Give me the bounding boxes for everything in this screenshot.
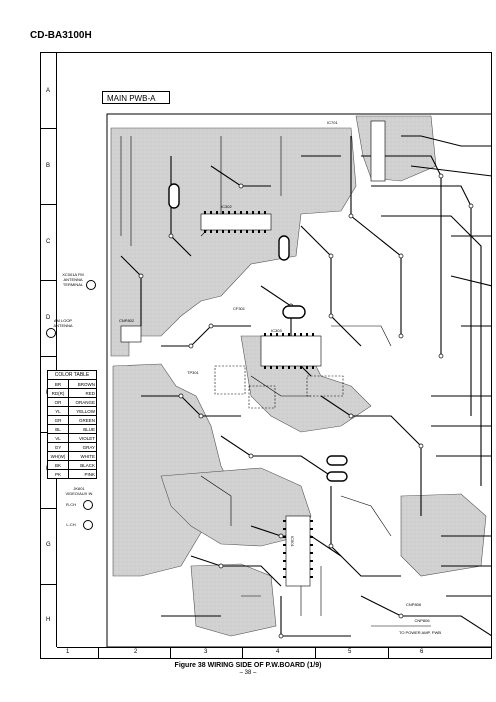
lch-label: L-CH xyxy=(66,522,76,527)
color-code: OR xyxy=(48,397,69,407)
rch-jack-icon xyxy=(83,500,93,510)
svg-text:CF301: CF301 xyxy=(233,306,246,311)
svg-text:CNP802: CNP802 xyxy=(119,318,135,323)
color-code: GR xyxy=(48,415,69,425)
row-divider xyxy=(40,508,57,509)
color-name: GREEN xyxy=(68,415,96,425)
svg-text:TP301: TP301 xyxy=(187,370,200,375)
pcb-board-artwork: IC701 IC302 IC303 CF301 IC501 TP301 CNP8… xyxy=(106,113,492,647)
color-name: BLACK xyxy=(68,460,96,470)
row-divider xyxy=(40,204,57,205)
color-name: VIOLET xyxy=(68,433,96,443)
fm-antenna-terminal-icon xyxy=(86,280,96,290)
color-code: BK xyxy=(48,460,69,470)
color-code: WH(W) xyxy=(48,451,69,461)
color-name: BROWN xyxy=(68,380,96,389)
cnp806-label: CNP806 xyxy=(414,618,430,623)
column-label-2: 2 xyxy=(134,649,138,655)
table-row: RD(R)RED xyxy=(48,388,96,398)
row-label-b: B xyxy=(46,163,51,169)
row-divider xyxy=(40,128,57,129)
column-index-strip xyxy=(57,647,492,659)
column-divider xyxy=(98,647,99,659)
svg-text:IC303: IC303 xyxy=(271,328,282,333)
am-loop-label: AM LOOP ANTENNA xyxy=(53,318,73,328)
color-code: VL xyxy=(48,433,69,443)
table-row: PK PINK xyxy=(48,469,96,478)
svg-text:CNP806: CNP806 xyxy=(406,602,422,607)
color-name: GRAY xyxy=(68,442,96,452)
column-divider xyxy=(388,647,389,659)
model-title: CD-BA3100H xyxy=(30,30,92,41)
color-table-title: COLOR TABLE xyxy=(48,371,96,380)
table-row: WH(W)WHITE xyxy=(48,451,96,461)
color-name: BLUE xyxy=(68,424,96,434)
am-antenna-terminal-icon xyxy=(46,328,56,338)
rch-label: R-CH xyxy=(66,502,76,507)
color-name: ORANGE xyxy=(68,397,96,407)
color-code: BL xyxy=(48,424,69,434)
color-name: YELLOW xyxy=(68,406,96,416)
figure-caption: Figure 38 WIRING SIDE OF P.W.BOARD (1/9) xyxy=(174,662,322,669)
svg-text:IC302: IC302 xyxy=(221,204,232,209)
color-name: PINK xyxy=(84,471,95,477)
lch-jack-icon xyxy=(83,520,93,530)
row-label-h: H xyxy=(46,617,51,623)
column-label-1: 1 xyxy=(66,649,70,655)
row-divider xyxy=(40,584,57,585)
column-label-6: 6 xyxy=(420,649,424,655)
row-divider xyxy=(40,356,57,357)
color-code: PK xyxy=(48,469,69,478)
svg-text:IC501: IC501 xyxy=(290,536,295,547)
color-code: YL xyxy=(48,406,69,416)
column-label-5: 5 xyxy=(348,649,352,655)
color-code: RD(R) xyxy=(48,388,69,398)
row-label-c: C xyxy=(46,239,51,245)
svg-text:IC701: IC701 xyxy=(327,120,338,125)
column-label-4: 4 xyxy=(276,649,280,655)
color-code: GY xyxy=(48,442,69,452)
power-amp-label: TO POWER AMP. PWB xyxy=(398,630,442,635)
fm-antenna-label: XC001A FM ANTENNA TERMINAL xyxy=(62,272,84,287)
row-divider xyxy=(40,280,57,281)
row-label-d: D xyxy=(46,315,51,321)
page-number: – 38 – xyxy=(239,670,257,676)
video-aux-label: JK601 VIDEO/AUX IN xyxy=(65,486,93,496)
color-name: WHITE xyxy=(68,451,96,461)
column-divider xyxy=(242,647,243,659)
row-label-a: A xyxy=(46,88,51,94)
row-index-strip xyxy=(40,52,57,647)
row-label-g: G xyxy=(46,542,51,548)
board-label: MAIN PWB-A xyxy=(102,91,170,104)
column-label-3: 3 xyxy=(204,649,208,655)
color-code: BR xyxy=(48,380,69,389)
column-divider xyxy=(170,647,171,659)
column-divider xyxy=(315,647,316,659)
color-name: RED xyxy=(68,388,96,398)
